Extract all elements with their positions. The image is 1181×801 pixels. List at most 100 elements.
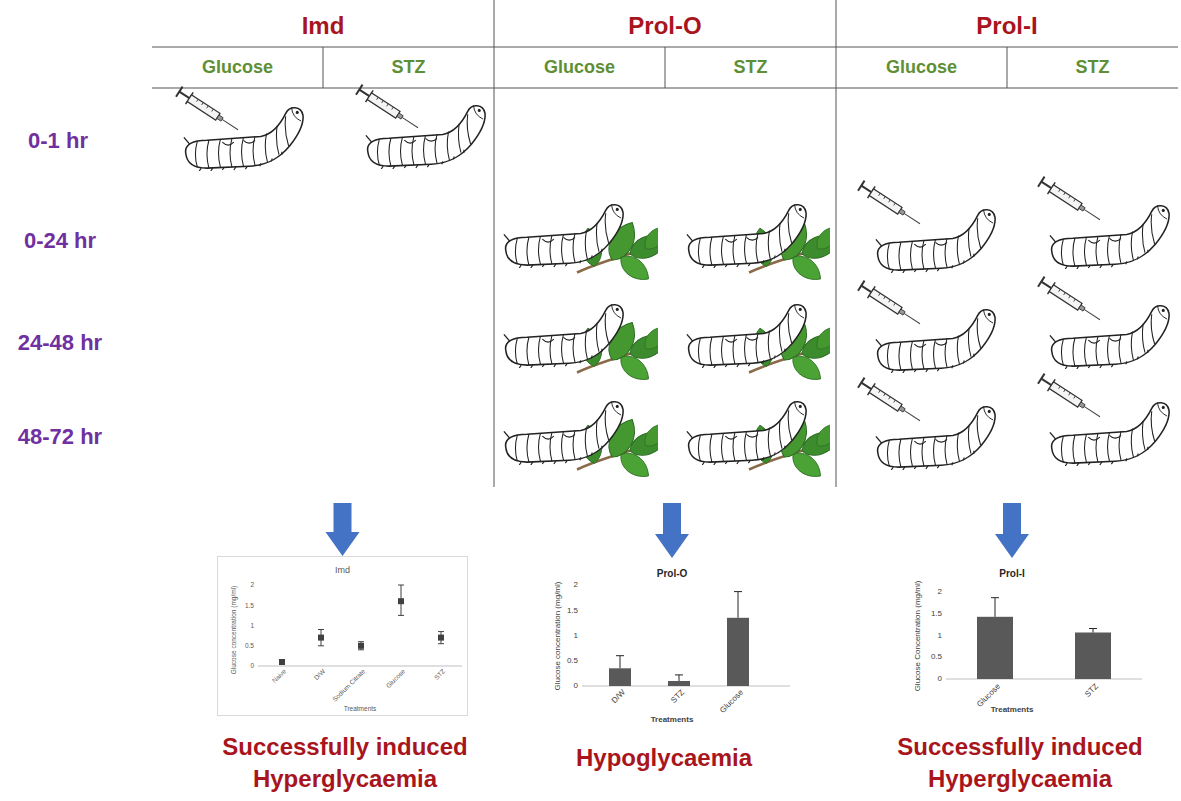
silkworm: [1050, 306, 1169, 369]
silkworm: [687, 205, 806, 268]
error-bar: [358, 642, 364, 650]
category-label: Glucose: [718, 688, 745, 715]
prol-i-injections: [857, 176, 1169, 470]
prol-i-bar-chart: [946, 598, 1142, 679]
silkworm: [1050, 403, 1169, 466]
prol-o-feeding: [504, 205, 844, 483]
imd-injections: [175, 84, 485, 171]
axis-title: Treatments: [991, 705, 1034, 714]
tick-label: 2: [250, 581, 254, 588]
syringe: [1037, 176, 1103, 226]
chart-title: Prol-I: [999, 568, 1025, 580]
data-point: [438, 635, 444, 641]
prol-o-bar-chart: [582, 592, 790, 686]
column-band: ImdGlucose STZ: [152, 0, 494, 503]
category-label: Sodium Citrate: [331, 667, 367, 703]
x-axis-line: [946, 679, 1142, 680]
syringe: [857, 377, 923, 427]
subheader-text: Glucose: [544, 57, 615, 78]
tick-label: 1.5: [245, 602, 254, 609]
row-label: 0-24 hr: [24, 228, 96, 253]
column-band: Prol-I Glucose STZ: [836, 0, 1178, 503]
data-point: [318, 635, 324, 641]
column-heading: Prol-I: [976, 12, 1037, 40]
result-caption: Hypoglycaemia: [576, 744, 752, 772]
category-label: STZ: [1083, 682, 1100, 699]
tick-label: 1.5: [567, 606, 578, 615]
bar: [1075, 633, 1111, 680]
silkworm: [504, 305, 623, 368]
grid-line: [665, 47, 666, 88]
category-label: D/W: [610, 688, 628, 706]
syringe: [857, 180, 923, 230]
error-bar: [991, 598, 1097, 633]
silkworm: [366, 106, 485, 169]
subheader-cell: STZ: [1007, 47, 1178, 88]
silkworm: [876, 310, 995, 373]
tick-label: 2: [938, 587, 942, 596]
silkworm: [876, 210, 995, 273]
data-point: [358, 643, 364, 649]
column-heading: Imd: [302, 12, 345, 40]
silkworm: [687, 305, 806, 368]
block-arrow: [326, 503, 360, 556]
subheader-text: STZ: [1076, 57, 1110, 78]
subheader-cell: STZ: [665, 47, 836, 88]
block-arrow: [995, 503, 1029, 558]
subheader-cell: Glucose: [152, 47, 323, 88]
chart-title: Prol-O: [657, 568, 688, 580]
result-caption: Successfully induced Hyperglycaemia: [870, 731, 1170, 796]
grid-line: [494, 0, 495, 487]
category-label: Glucose: [975, 682, 1002, 709]
bar: [727, 618, 749, 686]
tick-label: 0: [574, 681, 578, 690]
silkworm: [184, 108, 303, 171]
tick-label: 2: [574, 580, 578, 589]
row-label: 48-72 hr: [18, 424, 102, 449]
grid-line: [323, 47, 324, 88]
silkworm: [687, 402, 806, 465]
syringe: [857, 280, 923, 330]
error-bar: [280, 660, 284, 664]
error-bar: [438, 632, 444, 644]
result-caption: Successfully induced Hyperglycaemia: [195, 731, 495, 796]
subheader-cell: STZ: [323, 47, 494, 88]
category-label: Glucose: [384, 667, 406, 689]
error-bar: [398, 585, 404, 615]
syringe: [1037, 276, 1103, 326]
data-point: [279, 659, 285, 665]
column-heading: Prol-O: [628, 12, 701, 40]
silkworm: [504, 205, 623, 268]
silkworm: [1050, 206, 1169, 269]
category-label: STZ: [433, 667, 447, 681]
row-label: 24-48 hr: [18, 330, 102, 355]
bar: [977, 617, 1013, 679]
bar: [668, 681, 690, 686]
data-point: [398, 598, 404, 604]
tick-label: 1: [250, 622, 254, 629]
block-arrow: [655, 503, 689, 558]
column-band: Prol-O Glucose STZ: [494, 0, 836, 503]
axis-title: Glucose Concentration (mg/ml): [913, 581, 922, 692]
grid-line: [836, 0, 837, 487]
tick-label: 1.5: [931, 609, 942, 618]
category-label: STZ: [669, 688, 686, 705]
subheader-text: STZ: [392, 57, 426, 78]
grid-line: [1007, 47, 1008, 88]
subheader-text: Glucose: [886, 57, 957, 78]
axis-title: Treatments: [651, 715, 694, 724]
category-label: D/W: [312, 667, 326, 681]
tick-label: 0.5: [931, 652, 942, 661]
tick-label: 1: [938, 631, 942, 640]
error-bar: [616, 592, 742, 681]
syringe: [355, 84, 421, 134]
row-label: 0-1 hr: [28, 128, 88, 153]
imd-scatter-plot: [258, 585, 462, 666]
axis-title: Glucose concentration (mg/ml): [230, 586, 237, 675]
category-label: Naive: [271, 667, 288, 684]
